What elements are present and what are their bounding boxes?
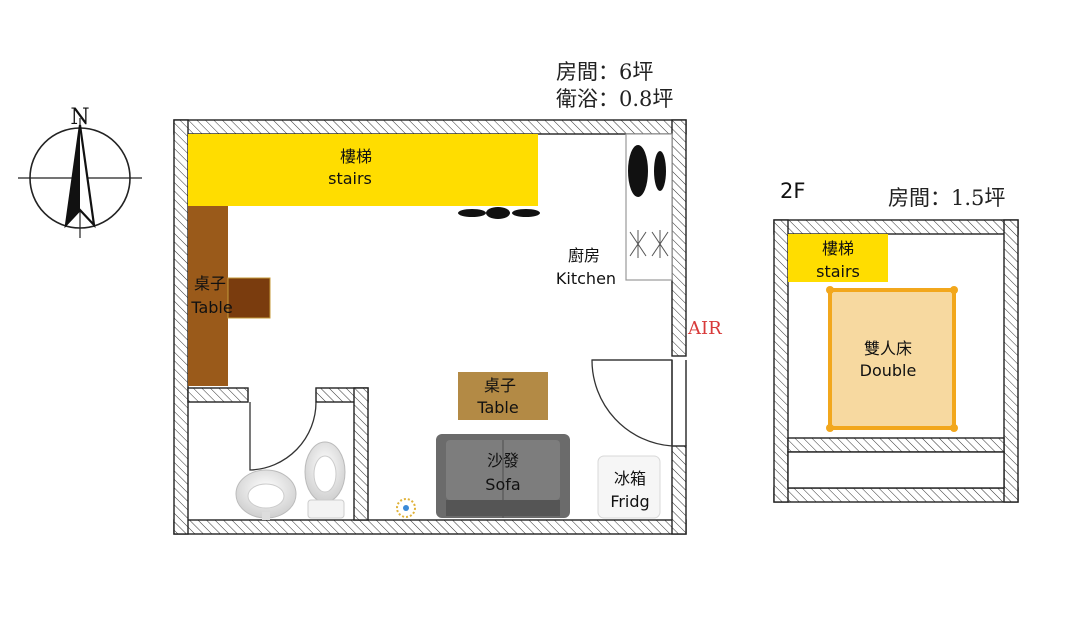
bathroom-door[interactable] xyxy=(247,388,317,471)
fridge-label-zh: 冰箱 xyxy=(614,469,646,488)
kitchen-label-zh: 廚房 xyxy=(568,246,600,265)
fridge-label-en: Fridg xyxy=(610,492,649,511)
bath-area-1f: 衛浴：0.8坪 xyxy=(556,87,673,111)
toilet-icon xyxy=(304,441,346,519)
floor1-walls xyxy=(173,119,687,535)
sink-icon xyxy=(235,469,297,520)
center-table-label-zh: 桌子 xyxy=(484,376,516,395)
plant-icon xyxy=(396,498,416,518)
desk-label-zh: 桌子 xyxy=(194,274,226,293)
chair-icon xyxy=(227,277,271,319)
ceiling-fan-icon xyxy=(458,207,540,219)
bed-label-zh: 雙人床 xyxy=(864,339,912,358)
fridge xyxy=(597,455,661,519)
stove-icon xyxy=(625,133,673,281)
center-table xyxy=(458,372,548,420)
air-conditioner-label: AIR xyxy=(687,318,722,339)
floor2-storage xyxy=(787,451,1005,489)
floor2-walls xyxy=(773,219,1019,503)
stairs-1f-label-zh: 樓梯 xyxy=(340,147,372,166)
compass: N xyxy=(18,105,142,238)
stairs-2f xyxy=(788,234,888,282)
sofa-label-en: Sofa xyxy=(485,475,520,494)
main-door[interactable] xyxy=(591,359,687,447)
floor2-title: 2F xyxy=(780,179,805,203)
desk-label-en: Table xyxy=(190,298,232,317)
compass-north-label: N xyxy=(70,105,89,130)
bed-label-en: Double xyxy=(860,361,917,380)
sofa-label-zh: 沙發 xyxy=(487,451,519,470)
center-table-label-en: Table xyxy=(476,398,518,417)
double-bed xyxy=(826,286,958,432)
stairs-1f-label-en: stairs xyxy=(328,169,372,188)
stairs-1f xyxy=(188,134,538,206)
kitchen-label-en: Kitchen xyxy=(556,269,616,288)
sofa xyxy=(436,434,570,518)
room-area-2f: 房間：1.5坪 xyxy=(888,186,1005,210)
stairs-2f-label-en: stairs xyxy=(816,262,860,281)
room-area-1f: 房間：6坪 xyxy=(556,60,653,84)
desk xyxy=(188,206,228,386)
stairs-2f-label-zh: 樓梯 xyxy=(822,239,854,258)
